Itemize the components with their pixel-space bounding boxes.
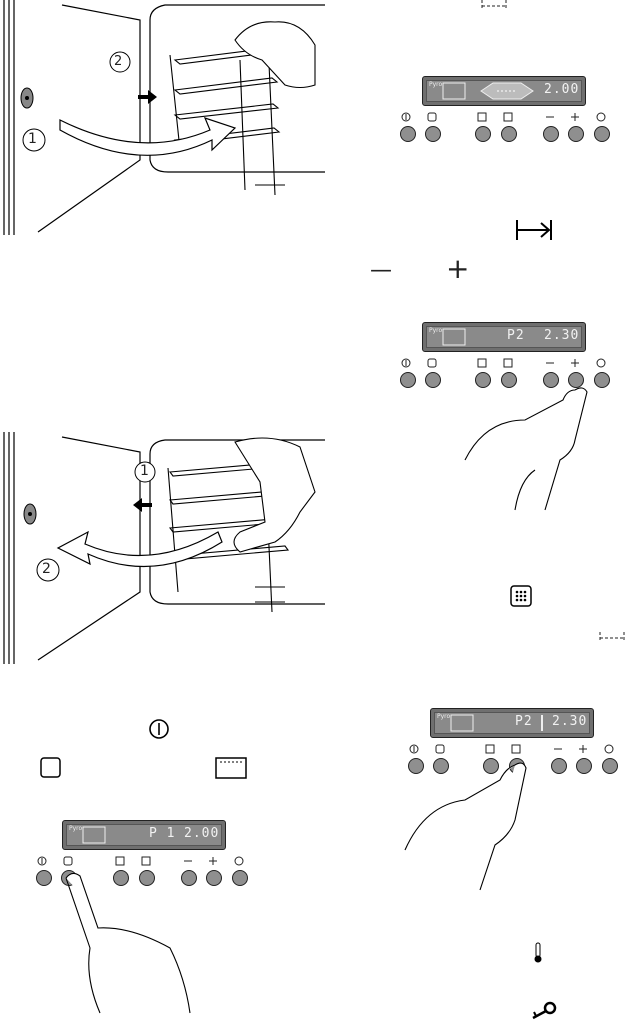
step-1-label: 1 <box>140 463 149 479</box>
step-1-label: 1 <box>28 131 37 147</box>
lcd-time: 2.00 <box>544 82 580 97</box>
minus-button[interactable] <box>181 870 197 886</box>
lcd-oven-icon <box>82 826 106 844</box>
control-panel-top: Pyro 2.00 <box>400 76 610 146</box>
oven-function-button[interactable] <box>433 758 449 774</box>
end-time-icon <box>516 220 552 240</box>
on-off-button[interactable] <box>36 870 52 886</box>
lcd-pyro-label: Pyro <box>437 713 451 720</box>
rack-insert-drawing <box>3 0 325 235</box>
lcd-time: 2.00 <box>184 826 220 841</box>
pyrolysis-button[interactable] <box>501 372 517 388</box>
lcd-pyro-label: Pyro <box>429 327 443 334</box>
program-button[interactable] <box>113 870 129 886</box>
lcd-pyro-label: Pyro <box>69 825 83 832</box>
rack-dashed-icon <box>599 632 625 640</box>
lcd-program: P 1 <box>149 826 176 841</box>
plus-button[interactable] <box>576 758 592 774</box>
key-icon <box>532 1001 557 1020</box>
pyrolysis-icon <box>510 585 532 607</box>
minus-button[interactable] <box>543 126 559 142</box>
pyrolysis-button[interactable] <box>501 126 517 142</box>
button-symbols <box>37 856 244 866</box>
figure-rack-remove: 1 2 <box>0 432 330 664</box>
on-off-button[interactable] <box>400 372 416 388</box>
plus-symbol: + <box>446 252 470 285</box>
rack-dashed-icon <box>481 0 507 8</box>
minus-symbol: — <box>370 258 392 283</box>
plus-button[interactable] <box>568 126 584 142</box>
lcd-time: 2.30 <box>544 328 580 343</box>
oven-function-icon <box>40 757 61 778</box>
clock-button[interactable] <box>594 372 610 388</box>
hand-pressing-pyrolysis-icon <box>404 762 527 891</box>
oven-function-button[interactable] <box>425 372 441 388</box>
control-panel-mid: Pyro P2 2.30 <box>400 322 610 392</box>
control-panel-bottom-left: Pyro P 1 2.00 <box>36 820 248 890</box>
lcd-pyro-label: Pyro <box>429 81 443 88</box>
lcd-oven-icon <box>450 714 543 732</box>
clock-button[interactable] <box>602 758 618 774</box>
plus-button[interactable] <box>206 870 222 886</box>
on-off-button[interactable] <box>408 758 424 774</box>
step-2-label: 2 <box>114 54 123 69</box>
program-button[interactable] <box>475 372 491 388</box>
minus-button[interactable] <box>543 372 559 388</box>
hand-pressing-function-icon <box>65 872 191 1014</box>
on-off-button[interactable] <box>400 126 416 142</box>
lcd-display: Pyro P 1 2.00 <box>62 820 226 850</box>
control-panel-right-bottom: Pyro P2 2.30 <box>408 708 618 778</box>
button-symbols <box>401 358 606 368</box>
lcd-display: Pyro P2 2.30 <box>422 322 586 352</box>
oven-function-button[interactable] <box>425 126 441 142</box>
lcd-display: Pyro P2 2.30 <box>430 708 594 738</box>
lcd-display: Pyro 2.00 <box>422 76 586 106</box>
plus-button[interactable] <box>568 372 584 388</box>
program-button[interactable] <box>483 758 499 774</box>
figure-rack-insert: 2 1 <box>0 0 330 235</box>
lcd-oven-icons <box>442 82 534 100</box>
thermometer-icon <box>534 942 542 963</box>
minus-button[interactable] <box>551 758 567 774</box>
lcd-time: 2.30 <box>552 714 588 729</box>
lcd-oven-icon <box>442 328 466 346</box>
lcd-program: P2 <box>515 714 533 729</box>
pyrolysis-button[interactable] <box>139 870 155 886</box>
clock-button[interactable] <box>594 126 610 142</box>
oven-light-icon <box>215 757 247 779</box>
program-button[interactable] <box>475 126 491 142</box>
hand-pressing-plus-icon <box>464 387 588 511</box>
button-symbols <box>401 112 606 122</box>
clock-button[interactable] <box>232 870 248 886</box>
rack-remove-drawing <box>3 432 325 664</box>
step-2-label: 2 <box>42 561 51 577</box>
button-symbols <box>409 744 614 754</box>
power-icon <box>149 719 169 739</box>
lcd-program: P2 <box>507 328 525 343</box>
